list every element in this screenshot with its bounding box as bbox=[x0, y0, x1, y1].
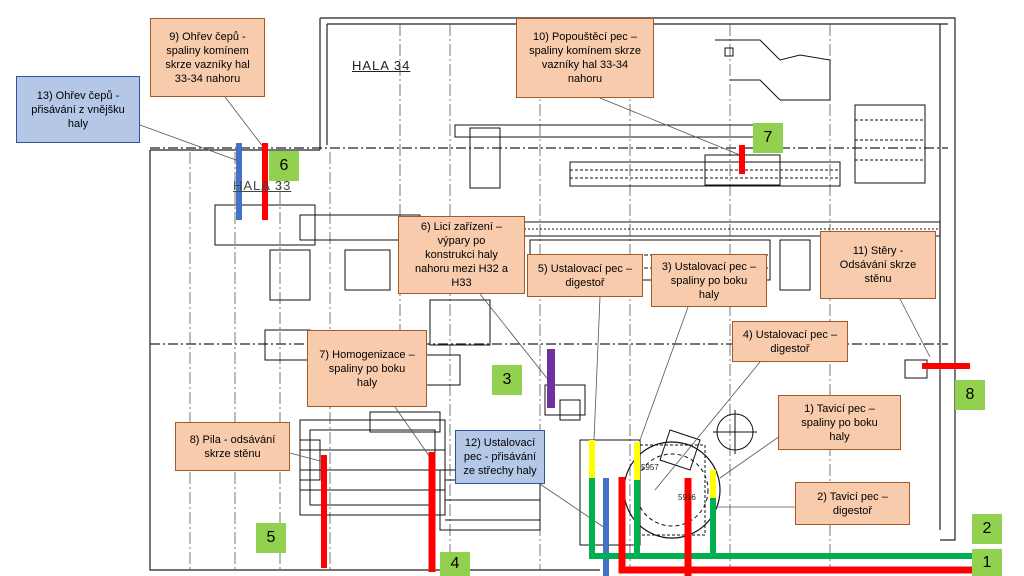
badge-7: 7 bbox=[753, 123, 783, 153]
duct-red-1 bbox=[618, 477, 972, 574]
callout-9-pin-heating-chimney: 9) Ohřev čepů - spaliny komínem skrze va… bbox=[150, 18, 265, 97]
hall-34-label: HALA 34 bbox=[352, 58, 411, 73]
equipment-lower-hall bbox=[264, 329, 928, 546]
callout-11-skimmings: 11) Stěry - Odsávání skrze stěnu bbox=[820, 231, 936, 299]
svg-text:5916: 5916 bbox=[678, 493, 696, 502]
duct-green-5 bbox=[589, 440, 972, 559]
svg-text:5957: 5957 bbox=[641, 463, 659, 472]
callout-2-melting-furnace-hood: 2) Tavicí pec – digestoř bbox=[795, 482, 910, 525]
callout-5-holding-furnace-hood: 5) Ustalovací pec – digestoř bbox=[527, 254, 643, 297]
callout-3-holding-furnace-flue: 3) Ustalovací pec – spaliny po boku haly bbox=[651, 254, 767, 307]
leader-lines bbox=[139, 96, 931, 529]
callout-13-pin-heating-intake: 13) Ohřev čepů - přisávání z vnějšku hal… bbox=[16, 76, 140, 143]
badge-6: 6 bbox=[269, 151, 299, 181]
callout-1-melting-furnace-flue: 1) Tavicí pec – spaliny po boku haly bbox=[778, 395, 901, 450]
badge-5: 5 bbox=[256, 523, 286, 553]
callout-4-holding-furnace-hood: 4) Ustalovací pec – digestoř bbox=[732, 321, 848, 362]
badge-3: 3 bbox=[492, 365, 522, 395]
duct-routes bbox=[236, 143, 972, 576]
callout-10-tempering-furnace: 10) Popouštěcí pec – spaliny komínem skr… bbox=[516, 18, 654, 98]
hall-outlines bbox=[149, 17, 956, 571]
callout-12-holding-furnace-roof-intake: 12) Ustalovací pec - přisávání ze střech… bbox=[455, 430, 545, 484]
callout-7-homogenization: 7) Homogenizace – spaliny po boku haly bbox=[307, 330, 427, 407]
callout-8-saw-exhaust: 8) Pila - odsávání skrze stěnu bbox=[175, 422, 290, 471]
hall-33-label: HALA 33 bbox=[233, 178, 292, 193]
badge-1: 1 bbox=[972, 549, 1002, 576]
dimension-marks: 5957 5916 bbox=[641, 463, 696, 502]
callout-6-casting-machine: 6) Licí zařízení – výpary po konstrukci … bbox=[398, 216, 525, 294]
badge-2: 2 bbox=[972, 514, 1002, 544]
badge-4: 4 bbox=[440, 552, 470, 576]
badge-8: 8 bbox=[955, 380, 985, 410]
